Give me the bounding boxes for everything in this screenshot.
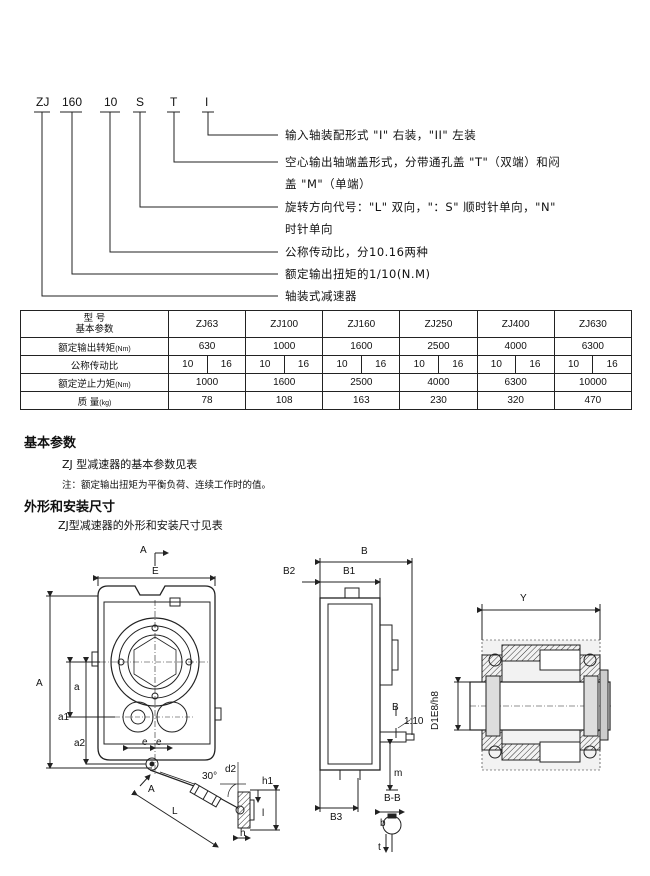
desc-torque: 额定输出扭矩的1/10(N.M) bbox=[285, 267, 431, 281]
label-B1: B1 bbox=[343, 566, 356, 577]
label-B3: B3 bbox=[330, 812, 343, 823]
label-d2: d2 bbox=[225, 764, 237, 775]
desc-input-shaft: 输入轴装配形式 "I" 右装，"II" 左装 bbox=[285, 128, 477, 142]
label-a: a bbox=[74, 682, 80, 693]
table-cell: 78 bbox=[167, 391, 247, 410]
label-B: B bbox=[361, 546, 368, 557]
code-zj: ZJ bbox=[36, 95, 50, 109]
table-header-row: 型 号 基本参数 ZJ63 ZJ100 ZJ160 ZJ250 ZJ400 ZJ… bbox=[20, 310, 633, 338]
code-ratio: 10 bbox=[104, 95, 118, 109]
label-a1: a1 bbox=[58, 712, 70, 723]
label-taper-ratio: 1:10 bbox=[404, 716, 424, 727]
table-cell: 470 bbox=[553, 391, 633, 410]
section-params-note: 注：额定输出扭矩为平衡负荷、连续工作时的值。 bbox=[62, 480, 272, 491]
desc-cover-type-2: 盖 "M"（单端） bbox=[285, 177, 372, 191]
parameter-table: 型 号 基本参数 ZJ63 ZJ100 ZJ160 ZJ250 ZJ400 ZJ… bbox=[20, 310, 633, 410]
desc-reducer: 轴装式减速器 bbox=[285, 289, 357, 303]
table-row: 额定逆止力矩(Nm) 1000 1600 2500 4000 6300 1000… bbox=[20, 373, 633, 392]
front-view bbox=[46, 550, 280, 848]
section-dims-line: ZJ型减速器的外形和安装尺寸见表 bbox=[58, 519, 223, 532]
label-D1: D1E8/h8 bbox=[430, 691, 441, 730]
label-t: t bbox=[378, 842, 381, 853]
label-B-section: B bbox=[392, 702, 399, 713]
label-l: l bbox=[262, 808, 265, 819]
label-BB: B-B bbox=[384, 793, 401, 804]
code-input: I bbox=[205, 95, 209, 109]
desc-ratio: 公称传动比，分10.16两种 bbox=[285, 245, 429, 259]
label-e1: e bbox=[142, 737, 148, 748]
table-row: 额定输出转矩(Nm) 630 1000 1600 2500 4000 6300 bbox=[20, 337, 633, 356]
label-h1: h1 bbox=[262, 776, 274, 787]
code-cover: T bbox=[170, 95, 178, 109]
label-view-a: A bbox=[140, 545, 147, 556]
label-A: A bbox=[36, 678, 43, 689]
section-params-line: ZJ 型减速器的基本参数见表 bbox=[62, 458, 198, 471]
label-B2: B2 bbox=[283, 566, 296, 577]
code-torque: 160 bbox=[62, 95, 83, 109]
desc-rotation: 旋转方向代号："L" 双向，"：S" 顺时针单向，"N" bbox=[285, 200, 556, 214]
header-model-label: 型 号 bbox=[83, 313, 106, 324]
label-h: h bbox=[240, 828, 246, 839]
row-label: 额定逆止力矩(Nm) bbox=[20, 373, 169, 392]
label-30deg: 30° bbox=[202, 771, 218, 782]
desc-cover-type: 空心输出轴端盖形式，分带通孔盖 "T"（双端）和闷 bbox=[285, 155, 561, 169]
label-b: b bbox=[380, 818, 386, 829]
code-direction: S bbox=[136, 95, 145, 109]
label-a2: a2 bbox=[74, 738, 86, 749]
table-row: 质 量(kg) 78 108 163 230 320 470 bbox=[20, 391, 633, 410]
label-E: E bbox=[152, 566, 159, 577]
section-title-params: 基本参数 bbox=[24, 436, 77, 451]
model-header: ZJ250 bbox=[399, 310, 478, 338]
model-header: ZJ100 bbox=[245, 310, 324, 338]
table-row: 公称传动比 10 16 10 16 10 16 10 16 10 16 10 1… bbox=[20, 355, 632, 374]
section-title-dims: 外形和安装尺寸 bbox=[24, 500, 116, 515]
label-e2: e bbox=[156, 737, 162, 748]
row-label: 质 量(kg) bbox=[20, 391, 169, 410]
table-cell: 108 bbox=[245, 391, 324, 410]
desc-rotation-2: 时针单向 bbox=[285, 222, 333, 236]
label-m: m bbox=[394, 768, 403, 779]
table-cell: 320 bbox=[476, 391, 555, 410]
label-L: L bbox=[172, 806, 178, 817]
label-Y: Y bbox=[520, 593, 527, 604]
table-cell: 16 bbox=[592, 355, 632, 374]
section-view bbox=[454, 604, 612, 771]
label-view-a-bottom: A bbox=[148, 784, 155, 795]
header-params-label: 基本参数 bbox=[75, 324, 114, 335]
side-view bbox=[302, 558, 415, 853]
model-header: ZJ400 bbox=[476, 310, 555, 338]
model-header: ZJ63 bbox=[167, 310, 247, 338]
